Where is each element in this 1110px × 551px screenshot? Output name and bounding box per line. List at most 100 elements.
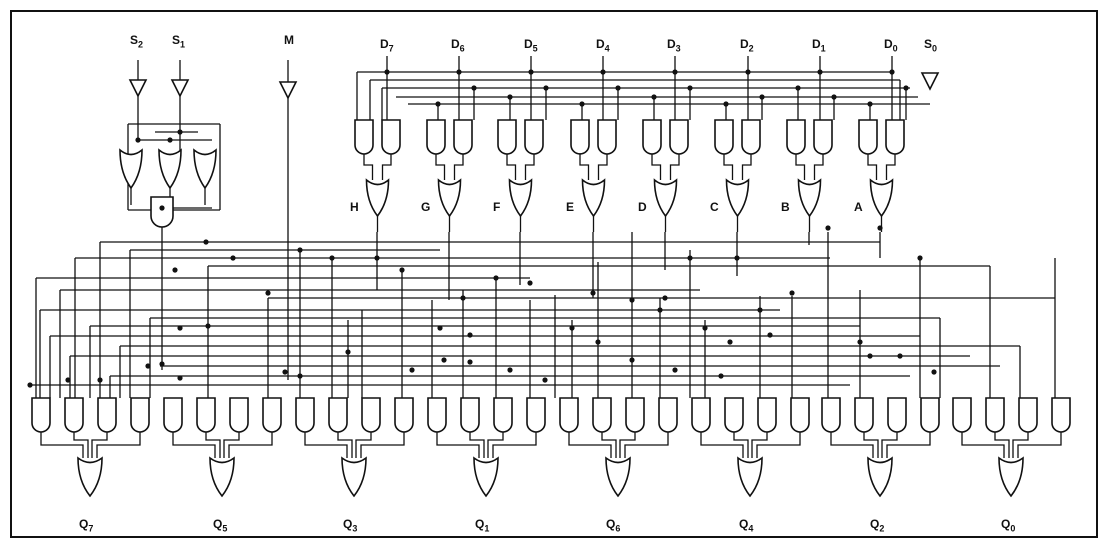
wire <box>863 432 879 458</box>
junction-dot <box>159 361 165 367</box>
wire <box>624 432 669 458</box>
junction-dot <box>595 339 601 345</box>
wire <box>751 432 768 458</box>
or-gate <box>508 178 533 218</box>
and-gate <box>658 397 678 433</box>
and-gate <box>328 397 348 433</box>
junction-dot <box>745 69 751 75</box>
junction-dot <box>615 85 621 91</box>
wire <box>73 432 89 458</box>
or-gate <box>725 178 750 218</box>
and-gate <box>524 119 544 155</box>
wire <box>651 154 662 180</box>
or-gate <box>797 178 822 218</box>
wire <box>381 154 392 180</box>
junction-dot <box>795 85 801 91</box>
input-label-d7: D7 <box>380 37 394 54</box>
junction-dot <box>759 94 765 100</box>
junction-dot <box>579 101 585 107</box>
wire <box>597 154 608 180</box>
buffer-gate <box>128 79 148 98</box>
and-gate <box>741 119 761 155</box>
junction-dot <box>672 69 678 75</box>
signal-label-b: B <box>781 200 790 214</box>
and-gate <box>714 119 734 155</box>
diagram-frame <box>10 10 1098 538</box>
junction-dot <box>590 290 596 296</box>
junction-dot <box>282 369 288 375</box>
input-label-s1: S1 <box>172 33 186 50</box>
and-gate <box>597 119 617 155</box>
and-gate <box>493 397 513 433</box>
signal-label-h: H <box>350 200 359 214</box>
wire <box>223 432 240 458</box>
and-gate <box>460 397 480 433</box>
junction-dot <box>600 69 606 75</box>
junction-dot <box>384 69 390 75</box>
junction-dot <box>877 225 883 231</box>
junction-dot <box>757 307 763 313</box>
or-gate <box>365 178 390 218</box>
wire <box>795 154 806 180</box>
junction-dot <box>177 375 183 381</box>
wires <box>30 56 1062 458</box>
wire <box>881 432 898 458</box>
and-gate <box>985 397 1005 433</box>
and-gate <box>691 397 711 433</box>
junction-dot <box>467 332 473 338</box>
junction-dot <box>651 94 657 100</box>
and-gate <box>885 119 905 155</box>
wire <box>363 154 374 180</box>
output-label-q7: Q7 <box>79 517 94 534</box>
wire <box>994 432 1010 458</box>
junction-dot <box>727 339 733 345</box>
signal-label-c: C <box>710 200 719 214</box>
junction-dot <box>889 69 895 75</box>
and-gate <box>790 397 810 433</box>
junction-dot <box>399 267 405 273</box>
wire <box>492 432 537 458</box>
and-gate <box>1018 397 1038 433</box>
and-gate <box>570 119 590 155</box>
input-label-d3: D3 <box>667 37 681 54</box>
and-gate <box>163 397 183 433</box>
junction-dot <box>718 373 724 379</box>
output-label-q1: Q1 <box>475 517 490 534</box>
and-gate <box>453 119 473 155</box>
and-gate <box>526 397 546 433</box>
and-gate <box>559 397 579 433</box>
and-gate <box>858 119 878 155</box>
or-gate <box>437 178 462 218</box>
junction-dot <box>629 357 635 363</box>
and-gate <box>262 397 282 433</box>
and-gate <box>642 119 662 155</box>
or-gate <box>341 456 367 498</box>
wire <box>700 432 744 458</box>
wire <box>1012 432 1029 458</box>
wire <box>1017 432 1062 458</box>
wire <box>619 432 636 458</box>
junction-dot <box>528 69 534 75</box>
junction-dot <box>65 377 71 383</box>
gates <box>31 72 1071 498</box>
buffer-gate <box>170 79 190 98</box>
buffer-gate <box>278 81 298 100</box>
or-gate <box>653 178 678 218</box>
input-label-m: M <box>284 33 294 47</box>
junction-dot <box>903 85 909 91</box>
junction-dot <box>177 129 183 135</box>
and-gate <box>952 397 972 433</box>
junctions <box>27 69 937 388</box>
input-label-d0: D0 <box>884 37 898 54</box>
wire <box>961 432 1005 458</box>
and-gate <box>757 397 777 433</box>
wire <box>579 154 590 180</box>
junction-dot <box>857 339 863 345</box>
junction-dot <box>662 295 668 301</box>
junction-dot <box>867 353 873 359</box>
junction-dot <box>507 94 513 100</box>
junction-dot <box>917 255 923 261</box>
and-gate <box>361 397 381 433</box>
wire <box>669 154 680 180</box>
